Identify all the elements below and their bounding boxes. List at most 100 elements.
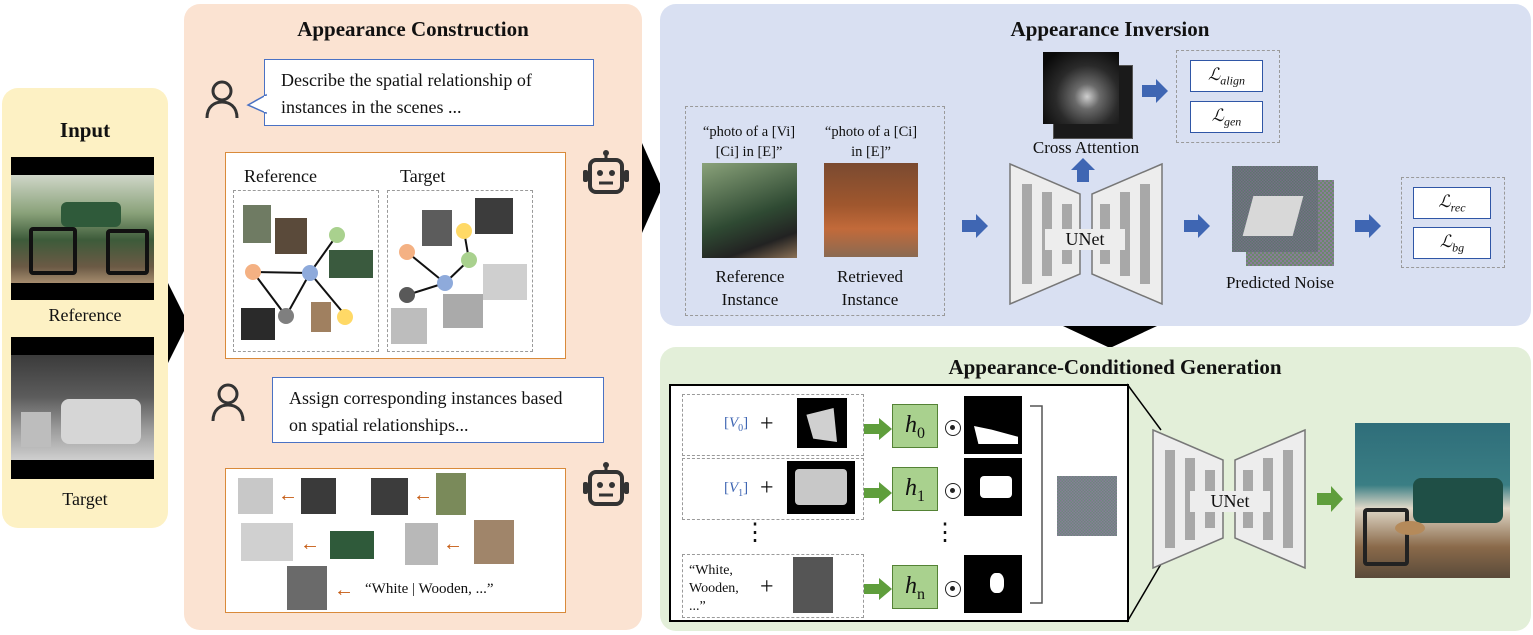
h0-sub: 0 [917,424,925,442]
plus-sign: + [760,411,774,437]
arrow-down-icon [1063,326,1157,348]
assign-thumb-target-chair [238,478,273,514]
loss-align: ℒalign [1190,60,1263,92]
user-icon [205,80,239,119]
loss-group-attention [1176,50,1280,143]
prompt-2-line-2: on spatial relationships... [289,415,469,435]
condition-row-n [682,554,864,618]
reference-instance-line-1: Reference [715,267,785,286]
arrow-right-icon [1184,214,1210,238]
input-target-label: Target [62,489,108,509]
cross-attention-label: Cross Attention [1032,138,1140,157]
loss-gen: ℒgen [1190,101,1263,133]
retrieved-caption-text: “photo of a [Ci] in [E]” [824,124,918,160]
h0-letter: h [905,412,917,438]
hadamard-icon [945,581,961,597]
plus-sign: + [760,475,774,501]
chevron-right-icon [642,143,662,233]
ellipsis-right: ⋮ [933,520,957,546]
instance-mask-n [793,557,833,613]
token-v0-sub: 0 [738,423,744,434]
robot-icon [583,150,629,194]
input-target-depth-image [11,337,154,479]
inversion-title: Appearance Inversion [1010,17,1210,41]
assign-thumb-ref-plant [436,473,466,515]
graph-reference-region [233,190,379,352]
arrow-right-icon [864,418,892,440]
token-v0: [V0] [724,415,749,434]
chevron-right-icon [168,283,188,363]
loss-rec-sub: rec [1450,200,1466,215]
reference-caption: “photo of a [Vi] [Ci] in [E]” [690,122,808,162]
prompt-2-line-1: Assign corresponding instances based [289,388,563,408]
assign-thumb-target-dark [371,478,408,515]
graph-target-region [387,190,533,352]
prompt-bubble-1: Describe the spatial relationship of ins… [264,59,594,126]
loss-gen-sub: gen [1223,114,1242,129]
zoom-lines [1126,383,1162,623]
h1-letter: h [905,475,917,501]
token-v1-sub: 1 [738,488,744,499]
graph-target-label: Target [400,166,446,186]
token-v1: [V1] [724,480,749,499]
hn-box: hn [892,565,938,609]
assign-arrow: ← [443,533,463,555]
assign-thumb-ref-chair [301,478,336,514]
spatial-mask-1 [964,458,1022,516]
instance-mask-1 [787,461,855,514]
generation-title: Appearance-Conditioned Generation [948,355,1282,379]
retrieved-instance-image [824,163,918,257]
graph-reference-label: Reference [244,166,317,186]
hadamard-icon [945,420,961,436]
assign-thumb-ref-sofa [330,531,374,559]
unet-inversion-label: UNet [1045,229,1125,250]
arrow-right-icon [962,214,988,238]
arrow-right-icon [1355,214,1381,238]
loss-group-noise [1401,177,1505,268]
h1-sub: 1 [917,487,925,505]
bracket [1030,405,1043,604]
generated-image [1355,423,1510,578]
reference-scene-graph [241,205,373,340]
text-condition-line-2: Wooden, [689,581,739,596]
prompt-1-line-2: instances in the scenes ... [281,97,462,117]
input-reference-label: Reference [48,305,122,325]
reference-caption-text: “photo of a [Vi] [Ci] in [E]” [702,124,796,160]
bubble-tail-1 [246,93,268,115]
user-icon [211,383,245,422]
reference-instance-image [702,163,797,258]
assign-thumb-target-cabinet [287,566,327,610]
h1-box: h1 [892,467,938,511]
construction-title: Appearance Construction [297,17,529,41]
graph-box-tail [535,152,570,252]
instance-pair-region [685,106,945,316]
arrow-up-icon [1071,158,1095,182]
reference-instance-label: Reference Instance [700,265,800,311]
prompt-bubble-2: Assign corresponding instances based on … [272,377,604,443]
hn-letter: h [905,573,917,599]
text-condition-line-3: ...” [689,599,706,614]
arrow-right-icon [1142,79,1168,103]
noise-latent [1057,476,1117,536]
retrieved-instance-label: Retrieved Instance [820,265,920,311]
text-condition: “White, Wooden, ...” [689,562,739,616]
reference-instance-line-2: Instance [721,290,779,309]
hn-sub: n [917,585,925,603]
token-v0-letter: V [729,415,739,431]
spatial-mask-n [964,555,1022,613]
retrieved-instance-line-2: Instance [841,290,899,309]
predicted-noise [1232,166,1318,252]
condition-row-0 [682,394,864,456]
assign-thumb-target-table [405,523,438,565]
assign-arrow: ← [413,484,433,506]
cross-attention-map [1043,52,1119,124]
input-reference-image [11,157,154,300]
loss-align-sub: align [1220,73,1245,88]
h0-box: h0 [892,404,938,448]
robot-icon [583,462,629,506]
ellipsis-left: ⋮ [743,520,767,546]
token-v1-letter: V [729,480,739,496]
assign-arrow: ← [334,579,354,601]
predicted-noise-label: Predicted Noise [1225,273,1335,292]
retrieved-caption: “photo of a [Ci] in [E]” [822,122,920,162]
